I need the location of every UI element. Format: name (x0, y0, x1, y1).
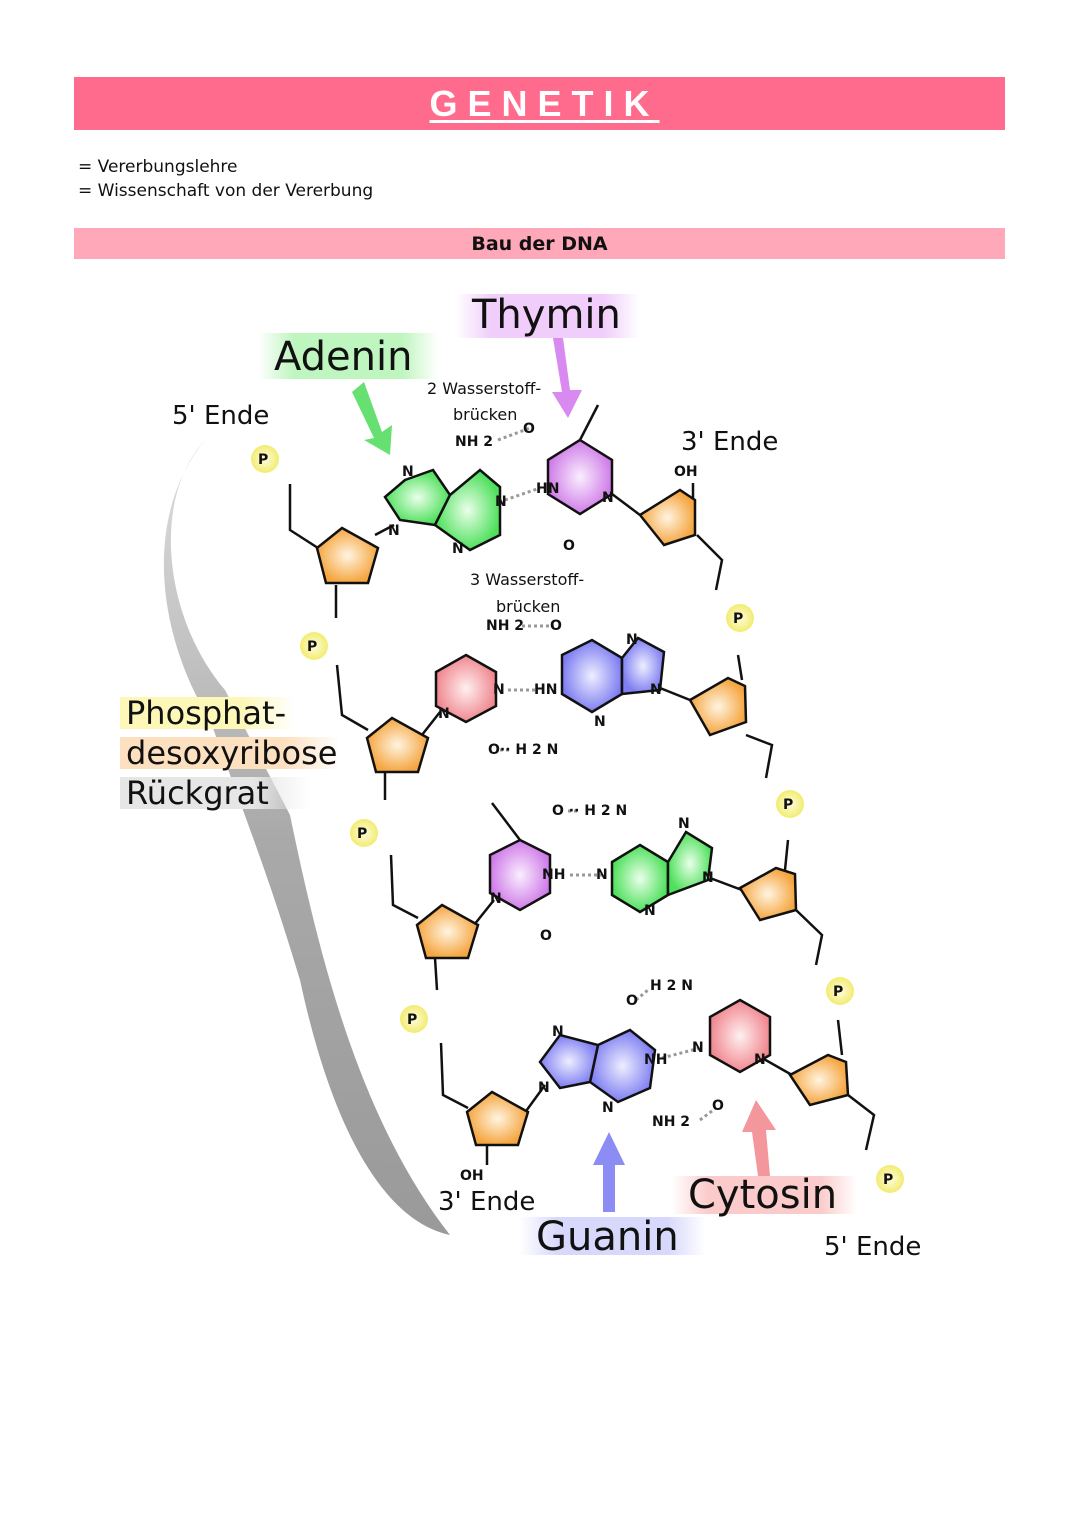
adenine-1 (383, 468, 502, 552)
svg-text:NH: NH (644, 1052, 667, 1068)
svg-text:N: N (644, 903, 656, 919)
label-h-bonds-3-line1: 3 Wasserstoff- (470, 570, 584, 589)
label-h-bonds-2-line1: 2 Wasserstoff- (427, 379, 541, 398)
arrow-guanin (593, 1132, 625, 1212)
svg-text:NH 2: NH 2 (486, 618, 524, 634)
cytosine-1 (434, 653, 498, 724)
svg-text:N: N (594, 714, 606, 730)
svg-text:NH: NH (542, 867, 565, 883)
svg-text:N: N (452, 541, 464, 557)
svg-text:P: P (357, 826, 367, 842)
backbone-bracket (163, 440, 450, 1235)
dna-structure-diagram: Adenin Thymin Guanin Cytosin Phosphat- d… (120, 292, 921, 1262)
label-5-ende-bottom: 5' Ende (824, 1232, 921, 1262)
svg-text:P: P (407, 1012, 417, 1028)
definition-1: = Vererbungslehre (78, 157, 238, 177)
right-strand-bonds (611, 483, 876, 1151)
svg-text:O ·· H 2 N: O ·· H 2 N (552, 803, 627, 819)
page-title: GENETIK (429, 82, 660, 124)
svg-text:O: O (550, 618, 562, 634)
svg-text:P: P (833, 984, 843, 1000)
atom-labels: N N N N NH 2 O HN N O OH NH 2 O N HN N O… (258, 421, 893, 1188)
svg-text:P: P (883, 1172, 893, 1188)
label-h-bonds-3-line2: brücken (496, 597, 560, 616)
svg-text:N: N (438, 706, 450, 722)
svg-text:N: N (626, 632, 638, 648)
svg-text:H 2 N: H 2 N (650, 978, 693, 994)
svg-text:O: O (712, 1098, 724, 1114)
svg-text:NH 2: NH 2 (652, 1114, 690, 1130)
title-banner: GENETIK (74, 77, 1005, 130)
svg-text:N: N (754, 1052, 766, 1068)
label-cytosin: Cytosin (688, 1172, 837, 1218)
svg-text:O·· H 2 N: O·· H 2 N (488, 742, 558, 758)
svg-text:N: N (388, 523, 400, 539)
svg-text:N: N (493, 682, 505, 698)
svg-text:N: N (495, 494, 507, 510)
svg-text:HN: HN (534, 682, 557, 698)
label-backbone-1: Phosphat- (126, 694, 286, 732)
svg-text:O: O (626, 993, 638, 1009)
guanine-2 (538, 1028, 657, 1104)
cytosine-2 (708, 998, 772, 1074)
label-3-ende-top: 3' Ende (681, 427, 778, 457)
guanine-1 (560, 636, 666, 714)
svg-text:P: P (733, 611, 743, 627)
label-adenin: Adenin (274, 334, 412, 380)
label-3-ende-bottom: 3' Ende (438, 1187, 535, 1217)
label-backbone-2: desoxyribose (126, 734, 337, 772)
arrow-cytosin (742, 1100, 776, 1176)
section-title: Bau der DNA (471, 232, 608, 255)
adenine-2 (610, 830, 714, 914)
svg-text:O: O (540, 928, 552, 944)
svg-text:N: N (596, 867, 608, 883)
svg-text:N: N (402, 464, 414, 480)
svg-text:N: N (678, 816, 690, 832)
svg-text:N: N (538, 1080, 550, 1096)
svg-text:P: P (307, 639, 317, 655)
svg-text:HN: HN (536, 481, 559, 497)
label-guanin: Guanin (536, 1214, 679, 1260)
arrow-thymin (552, 338, 582, 418)
svg-text:NH 2: NH 2 (455, 434, 493, 450)
definition-2: = Wissenschaft von der Vererbung (78, 181, 374, 201)
svg-text:N: N (650, 682, 662, 698)
svg-text:P: P (258, 452, 268, 468)
hydrogen-bonds (497, 426, 717, 1122)
svg-text:OH: OH (674, 464, 698, 480)
label-backbone-3: Rückgrat (126, 774, 269, 812)
svg-text:N: N (702, 870, 714, 886)
svg-text:N: N (602, 1100, 614, 1116)
phosphate-groups (251, 445, 904, 1193)
svg-text:O: O (523, 421, 535, 437)
thymine-2 (488, 802, 552, 912)
svg-text:N: N (692, 1040, 704, 1056)
thymine-1 (546, 404, 614, 516)
section-banner: Bau der DNA (74, 228, 1005, 259)
svg-text:N: N (490, 891, 502, 907)
label-thymin: Thymin (471, 292, 621, 338)
label-h-bonds-2-line2: brücken (453, 405, 517, 424)
svg-text:P: P (783, 797, 793, 813)
label-5-ende-top: 5' Ende (172, 401, 269, 431)
svg-text:N: N (602, 490, 614, 506)
svg-text:OH: OH (460, 1168, 484, 1184)
svg-text:N: N (552, 1024, 564, 1040)
svg-text:O: O (563, 538, 575, 554)
arrow-adenin (352, 382, 392, 455)
sugar-rings (315, 488, 850, 1147)
